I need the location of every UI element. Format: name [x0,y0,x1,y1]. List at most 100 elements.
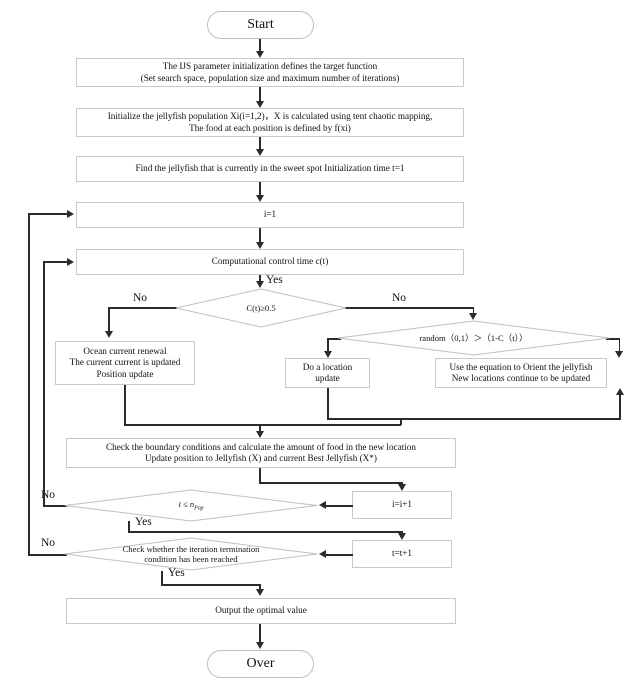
connector-random-left-down [327,338,329,352]
node-init-parameters: The IJS parameter initialization defines… [76,58,464,87]
arrowhead-start-to-init [255,51,264,58]
decision-population-loop-sub: Pop [194,505,204,512]
node-increment-t: t=t+1 [352,540,452,568]
arrowhead-increment-to-ipop [319,500,326,509]
arrowhead-term-yes-to-output [255,589,264,596]
node-output-optimal: Output the optimal value [66,598,456,624]
connector-term-yes-right [161,584,260,586]
connector-ocean-down [124,385,126,425]
connector-ipop-yes-down [128,521,130,533]
decision-termination: Check whether the iteration termination … [64,537,318,571]
node-orient-line1: Use the equation to Orient the jellyfish [449,361,593,372]
decision-population-loop: i ≤ nPop [64,489,318,522]
connector-ct-no-right-down [472,307,475,314]
connector-term-no-out [28,554,67,556]
arrowhead-control-to-decision [255,281,264,288]
connector-ct-no-right [345,307,474,309]
diamond-shape-termination [64,537,318,571]
node-over-label: Over [246,656,275,672]
decision-population-loop-var: i [178,498,181,509]
connector-output-to-over [259,624,261,642]
connector-ct-no-left [108,307,177,309]
connector-boundary-down [259,468,261,483]
node-do-location-update: Do a location update [285,358,370,388]
connector-term-yes-down [161,571,163,586]
node-start: Start [207,11,314,39]
node-check-boundary-line1: Check the boundary conditions and calcul… [106,441,416,452]
node-orient-jellyfish: Use the equation to Orient the jellyfish… [435,358,607,388]
connector-to-increment-i [401,482,404,485]
decision-random-threshold-label: random（0,1）＞（1-C（t）） [419,332,528,343]
arrowhead-output-to-over [255,642,264,649]
decision-population-loop-op: ≤ [182,498,188,509]
decision-control-threshold-label: C(t)≥0.5 [246,302,276,313]
connector-start-to-init [259,39,261,52]
arrowhead-i1-to-control [255,242,264,249]
connector-boundary-to-increment [259,482,403,484]
connector-do-location-down [327,388,329,419]
connector-find-to-i1 [259,182,261,195]
decision-termination-line1: Check whether the iteration termination [122,543,260,554]
node-check-boundary-line2: Update position to Jellyfish (X) and cur… [145,453,377,463]
diamond-shape-population-loop [64,489,318,522]
node-ocean-line1: Ocean current renewal [83,346,167,357]
node-control-time-label: Computational control time c(t) [211,256,329,267]
node-increment-t-label: t=t+1 [391,548,413,559]
connector-random-right [606,338,620,340]
node-ocean-current-renewal: Ocean current renewal The current curren… [55,341,195,385]
arrowhead-term-no-to-i1 [67,209,74,218]
arrowhead-ct-no-left [104,331,113,338]
connector-control-to-decision [259,275,261,282]
arrowhead-merge-up-to-orient [615,388,624,395]
node-increment-i: i=i+1 [352,491,452,519]
connector-right-branch-to-boundary [400,418,402,425]
connector-ipop-no-rail [43,262,45,506]
connector-ipop-yes-right [128,531,402,533]
node-control-time: Computational control time c(t) [76,249,464,275]
diamond-shape-control-threshold [175,288,347,328]
arrowhead-init-to-population [255,101,264,108]
connector-t-to-termination [326,554,353,556]
connector-increment-to-ipop [326,505,353,507]
diamond-shape-random-threshold [337,320,610,356]
node-output-optimal-label: Output the optimal value [215,605,307,616]
connector-ct-no-left-down [108,307,110,332]
connector-term-no-to-i1 [28,213,68,215]
arrowhead-random-left [323,351,332,358]
node-ocean-line3: Position update [96,368,154,379]
decision-termination-label: Check whether the iteration termination … [117,544,266,565]
connector-ipop-yes-to-t [401,531,404,534]
connector-population-to-find [259,137,261,149]
edge-label-no-ct-left: No [133,292,148,304]
decision-population-loop-label: i ≤ nPop [172,499,209,513]
node-init-population-line1: Initialize the jellyfish population Xi(i… [107,111,433,122]
node-orient-line2: New locations continue to be updated [451,373,591,383]
decision-random-threshold: random（0,1）＞（1-C（t）） [337,320,610,356]
node-over: Over [207,650,314,678]
connector-ocean-join [124,424,261,426]
connector-ipop-no-to-control [43,261,68,263]
decision-population-loop-n: n [189,498,195,509]
connector-init-to-population [259,87,261,101]
edge-label-yes-term: Yes [168,567,185,579]
node-init-population-line2: The food at each position is defined by … [189,122,351,133]
arrowhead-population-to-find [255,149,264,156]
connector-random-right-down [618,338,621,352]
arrowhead-to-increment-i [398,484,406,491]
connector-merge-up-to-orient [619,395,621,419]
decision-termination-line2: condition has been reached [144,554,238,564]
arrowhead-random-right [615,351,623,358]
node-i-equals-1-label: i=1 [263,209,277,220]
arrowhead-ipop-yes-to-t [398,533,406,540]
node-start-label: Start [247,17,274,33]
arrowhead-junction-to-boundary [255,431,264,438]
edge-label-yes-ipop: Yes [135,516,152,528]
connector-term-no-rail [28,214,30,555]
node-find-best-jellyfish: Find the jellyfish that is currently in … [76,156,464,182]
node-init-parameters-line2: (Set search space, population size and m… [140,72,400,83]
connector-merge-right-branch [327,418,621,420]
edge-label-yes-control: Yes [266,274,283,286]
node-i-equals-1: i=1 [76,202,464,228]
connector-i1-to-control [259,228,261,242]
